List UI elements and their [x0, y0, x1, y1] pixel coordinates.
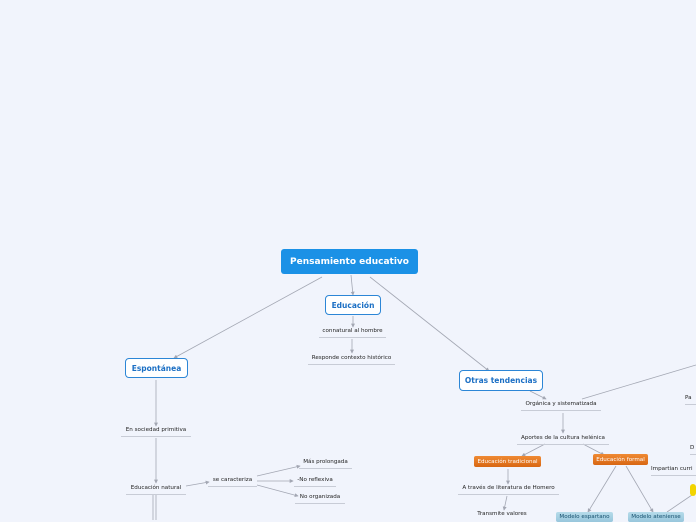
topic-modelo-ateniense[interactable]: Modelo ateniense [628, 512, 684, 522]
subtopic-aportes-helenica[interactable]: Aportes de la cultura helénica [517, 434, 609, 445]
subtopic-se-caracteriza[interactable]: se caracteriza [208, 476, 257, 487]
root-topic[interactable]: Pensamiento educativo [281, 249, 418, 274]
subtopic-connatural[interactable]: connatural al hombre [319, 327, 386, 338]
topic-espontanea[interactable]: Espontánea [125, 358, 188, 378]
link-caracteriza-prolongada [256, 464, 301, 477]
feature-no-organizada[interactable]: No organizada [295, 493, 345, 504]
feature-mas-prolongada[interactable]: Más prolongada [299, 458, 352, 469]
subtopic-d[interactable]: D [690, 444, 696, 455]
link-aportes-tradicional [521, 443, 546, 457]
feature-no-reflexiva[interactable]: -No reflexiva [294, 476, 336, 487]
link-natural-caracteriza [185, 480, 210, 487]
topic-educacion-tradicional[interactable]: Educación tradicional [474, 456, 541, 467]
link-caracteriza-organizada [256, 484, 299, 498]
subtopic-sociedad-primitiva[interactable]: En sociedad primitiva [121, 426, 191, 437]
subtopic-contexto-historico[interactable]: Responde contexto histórico [308, 354, 395, 365]
subtopic-organica-sistematizada[interactable]: Orgánica y sistematizada [521, 400, 601, 411]
link-homero-valores [502, 495, 508, 511]
link-root-educacion [350, 274, 355, 296]
topic-educacion-formal[interactable]: Educación formal [593, 454, 648, 465]
subtopic-educacion-natural[interactable]: Educación natural [126, 484, 186, 495]
topic-modelo-espartano[interactable]: Modelo espartano [556, 512, 613, 522]
subtopic-transmite-valores[interactable]: Transmite valores [477, 511, 527, 517]
topic-otras-tendencias[interactable]: Otras tendencias [459, 370, 543, 391]
subtopic-pa[interactable]: Pa [685, 394, 696, 405]
link-formal-espartano [587, 465, 617, 513]
link-root-espontanea [173, 276, 323, 359]
link-aportes-formal [582, 443, 605, 456]
link-root-otras [369, 276, 490, 372]
link-otras-organica [529, 390, 547, 400]
link-ateniense-right [666, 494, 693, 513]
subtopic-literatura-homero[interactable]: A través de literatura de Homero [458, 484, 559, 495]
link-formal-ateniense [625, 465, 654, 513]
subtopic-impartian-curri[interactable]: Impartian curri [651, 465, 696, 476]
topic-educacion[interactable]: Educación [325, 295, 381, 315]
highlighted-topic[interactable] [690, 484, 696, 496]
link-organica-right [581, 364, 696, 400]
